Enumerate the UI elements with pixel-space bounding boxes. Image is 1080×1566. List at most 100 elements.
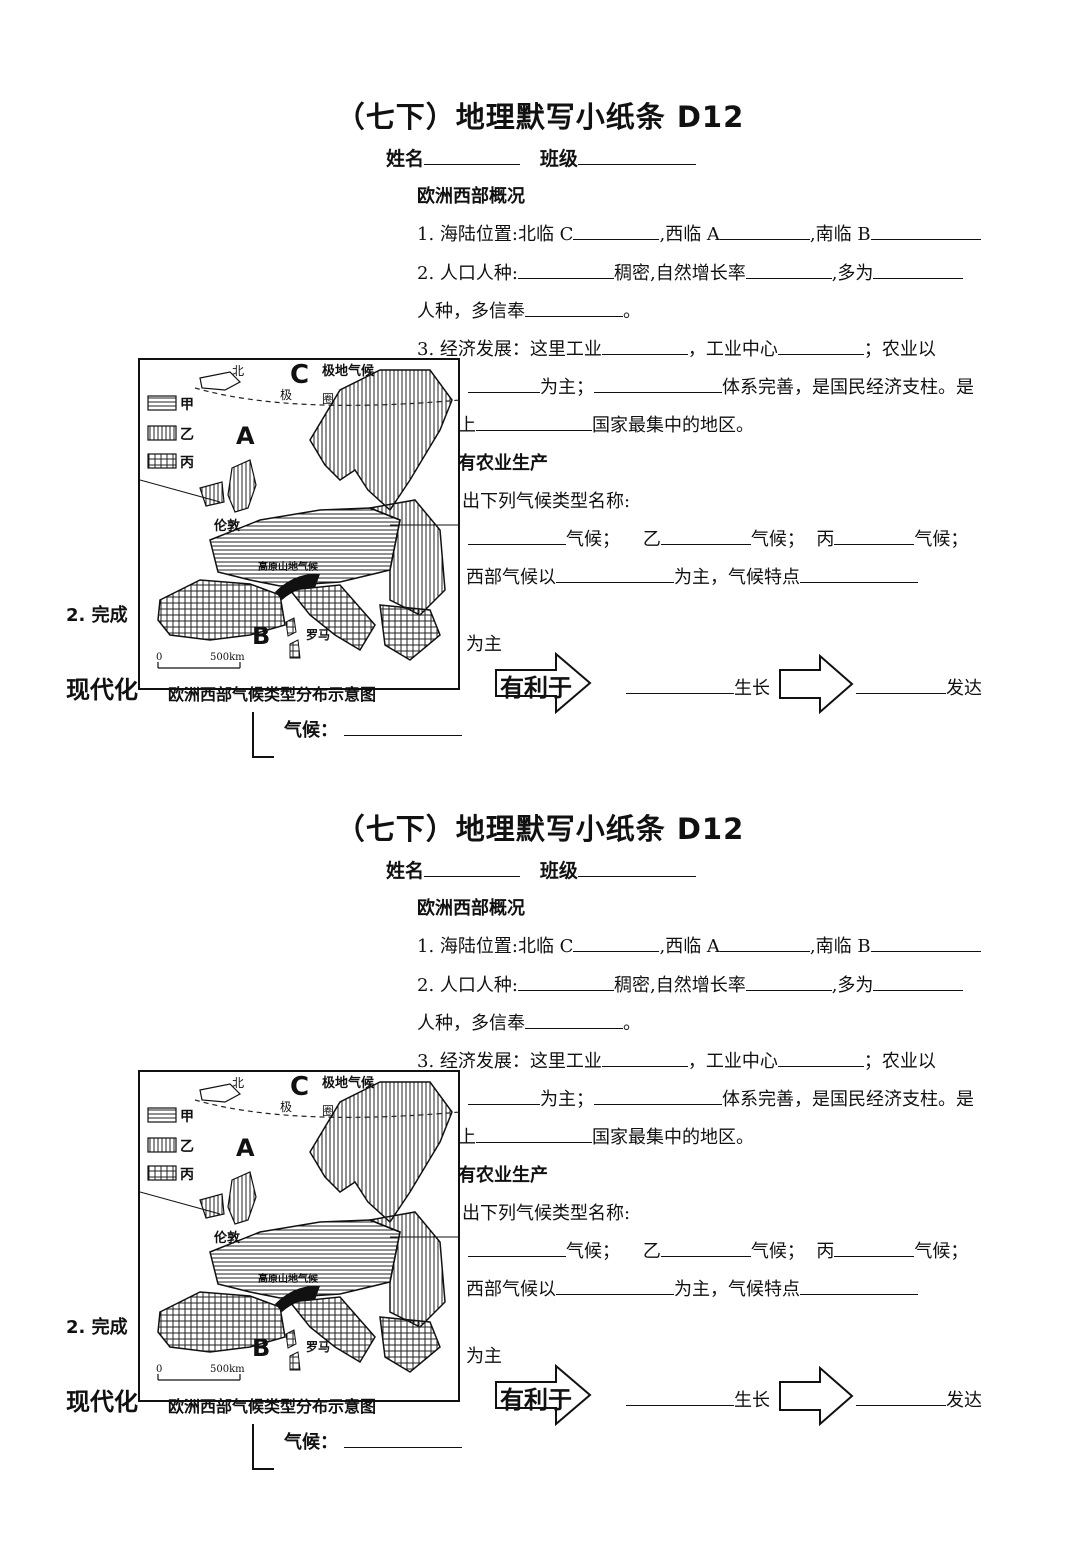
section-title: 欧洲西部概况 — [417, 186, 525, 207]
q2-blank-population[interactable] — [517, 260, 614, 279]
q3-blank-agri-main[interactable] — [468, 374, 540, 393]
q1-blank-south[interactable] — [870, 933, 981, 952]
iceland-shape — [199, 371, 241, 391]
climate-blank-bing[interactable] — [834, 526, 915, 545]
label-B: B — [252, 622, 271, 650]
q3-system-label: 体系完善，是国民经济支柱。是 — [722, 1089, 974, 1110]
name-blank[interactable] — [424, 858, 521, 877]
sardinia-shape — [289, 639, 301, 659]
q2-line: 2. 人口人种:稠密,自然增长率,多为 — [417, 259, 964, 285]
scandinavia-region — [309, 1081, 453, 1224]
q3-blank-system[interactable] — [594, 1086, 722, 1105]
name-blank[interactable] — [424, 146, 521, 165]
climate-map: 甲 乙 丙 C A B 极地气候 北 极 圈 伦敦 高原山地气候 罗马 0 50… — [138, 358, 461, 690]
q1-blank-north[interactable] — [573, 221, 660, 240]
legend-yi-label: 乙 — [180, 1139, 194, 1155]
italy-region — [288, 584, 376, 652]
climate-yi-label: 乙 — [642, 529, 661, 550]
q1-south-label: ,南临 B — [809, 224, 871, 245]
climate-blank-bing[interactable] — [834, 1238, 915, 1257]
climate-blank-jia[interactable] — [468, 526, 566, 545]
climate-blank-yi[interactable] — [660, 1238, 751, 1257]
climate-suffix-yi: 气候； — [750, 529, 805, 550]
q4-mainly: 为主 — [466, 634, 502, 655]
class-label: 班级 — [539, 148, 578, 170]
q3-most-label: 国家最集中的地区。 — [592, 415, 754, 436]
q3-blank-agri-main[interactable] — [468, 1086, 540, 1105]
bracket-line — [252, 1424, 274, 1470]
q4-blank-feature[interactable] — [800, 564, 918, 583]
q2-blank-religion[interactable] — [525, 1010, 623, 1029]
climate-label: 气候： — [284, 1432, 338, 1453]
developed-blank[interactable] — [856, 675, 946, 694]
legend-yi-label: 乙 — [180, 427, 194, 443]
q4-blank-west[interactable] — [556, 564, 674, 583]
q4-blank-feature[interactable] — [800, 1276, 918, 1295]
class-blank[interactable] — [577, 146, 696, 165]
climate-blank[interactable] — [344, 1429, 463, 1448]
climate-blank-yi[interactable] — [660, 526, 751, 545]
scale-zero-label: 0 — [156, 1364, 163, 1375]
climate-bing-label: 丙 — [816, 1241, 835, 1262]
climate-suffix-bing: 气候； — [914, 529, 969, 550]
left-modern-label: 现代化 — [66, 1388, 138, 1416]
britain-shape — [227, 459, 257, 513]
q1-blank-west[interactable] — [719, 933, 810, 952]
q4-west-line: 西部气候以为主，气候特点 — [466, 563, 918, 589]
q2-most-label: ,多为 — [831, 263, 874, 284]
q2-period: 。 — [623, 1013, 641, 1034]
q4-blank-west[interactable] — [556, 1276, 674, 1295]
q3-blank-industry[interactable] — [601, 336, 688, 355]
q1-blank-west[interactable] — [719, 221, 810, 240]
q4-subtitle: 出下列气候类型名称: — [462, 1203, 631, 1224]
q1-west-label: ,西临 A — [659, 936, 720, 957]
q3-blank-center[interactable] — [777, 1048, 864, 1067]
q1-west-label: ,西临 A — [659, 224, 720, 245]
q2-blank-race[interactable] — [873, 260, 964, 279]
grow-label: 生长 — [734, 678, 770, 699]
q2-blank-religion[interactable] — [525, 298, 623, 317]
q3-blank-center[interactable] — [777, 336, 864, 355]
sheet-title: （七下）地理默写小纸条 D12 — [335, 100, 745, 134]
arrow-2-icon — [779, 1366, 854, 1426]
arctic-label-bei: 北 — [232, 364, 245, 378]
q4-west-line: 西部气候以为主，气候特点 — [466, 1275, 918, 1301]
balkan-region — [379, 604, 441, 661]
q4-west-label: 西部气候以 — [466, 567, 556, 588]
q3-line: 3. 经济发展：这里工业，工业中心；农业以 — [417, 335, 936, 361]
q3-agri-label: ；农业以 — [863, 1051, 936, 1072]
name-class-row: 姓名 班级 — [386, 856, 696, 883]
q2-most-label: ,多为 — [831, 975, 874, 996]
q3-blank-most[interactable] — [476, 1124, 592, 1143]
q3-blank-industry[interactable] — [601, 1048, 688, 1067]
q2-blank-growth[interactable] — [745, 260, 832, 279]
climate-bing-label: 丙 — [816, 529, 835, 550]
q3-partial-char: 上 — [458, 1127, 476, 1148]
q2-blank-growth[interactable] — [745, 972, 832, 991]
climate-row: 气候； 乙气候； 丙气候； — [468, 1237, 968, 1263]
q3-line3: 上国家最集中的地区。 — [458, 411, 754, 437]
q1-blank-north[interactable] — [573, 933, 660, 952]
q2-blank-race[interactable] — [873, 972, 964, 991]
climate-blank[interactable] — [344, 717, 463, 736]
class-blank[interactable] — [577, 858, 696, 877]
climate-map: 甲 乙 丙 C A B 极地气候 北 极 圈 伦敦 高原山地气候 罗马 0 50… — [138, 1070, 461, 1402]
arrow-1-icon — [495, 652, 592, 714]
q3-blank-most[interactable] — [476, 412, 592, 431]
q3-blank-system[interactable] — [594, 374, 722, 393]
developed-blank[interactable] — [856, 1387, 946, 1406]
arctic-label-bei: 北 — [232, 1076, 245, 1090]
grow-blank[interactable] — [626, 675, 734, 694]
label-A: A — [236, 1134, 255, 1162]
q1-line: 1. 海陆位置:北临 C,西临 A,南临 B — [417, 932, 981, 958]
grow-blank[interactable] — [626, 1387, 734, 1406]
q2-blank-population[interactable] — [517, 972, 614, 991]
label-B: B — [252, 1334, 271, 1362]
legend-yi-swatch — [147, 425, 177, 441]
q1-blank-south[interactable] — [870, 221, 981, 240]
climate-blank-jia[interactable] — [468, 1238, 566, 1257]
q3-agri-label: ；农业以 — [863, 339, 936, 360]
climate-suffix-jia: 气候； — [566, 1241, 620, 1262]
iberia-region — [157, 1291, 286, 1353]
iceland-shape — [199, 1083, 241, 1103]
